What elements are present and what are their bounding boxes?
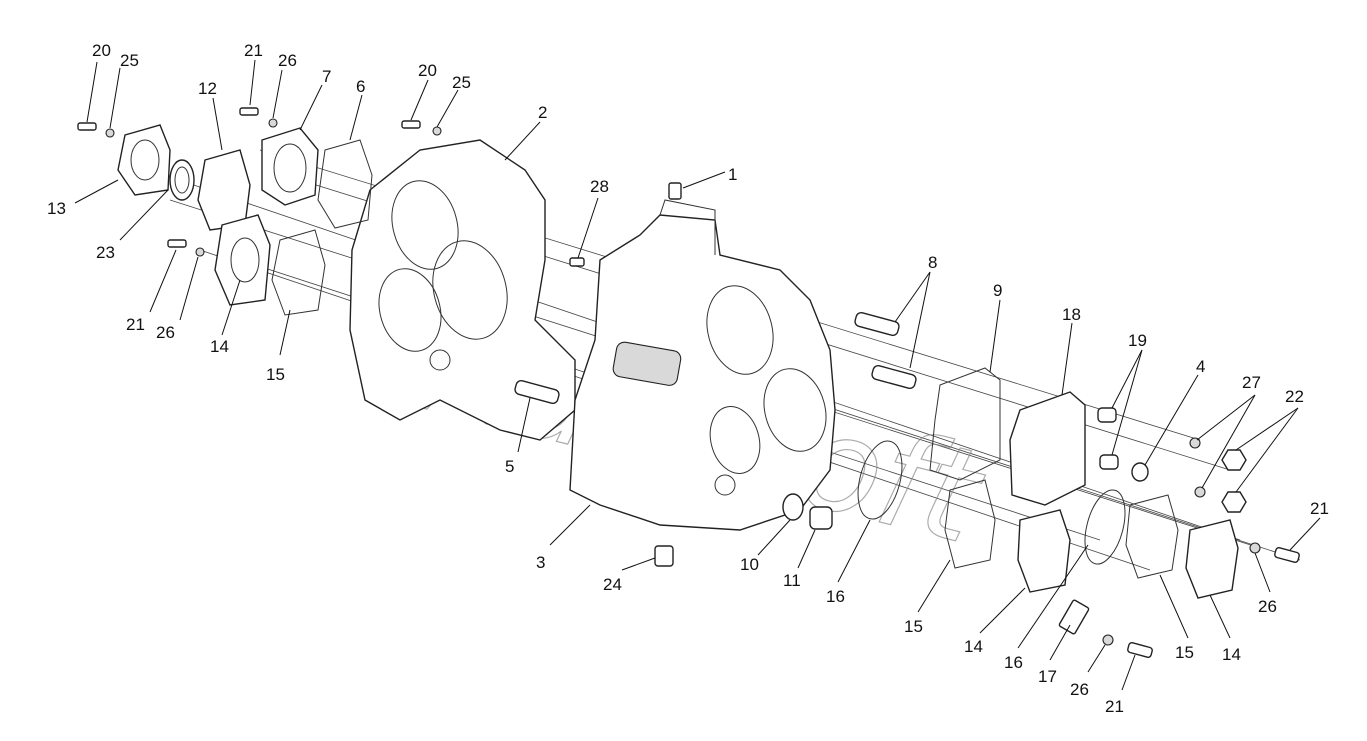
callout-9: 9 [993, 281, 1002, 300]
callout-6: 6 [356, 77, 365, 96]
leader-lines [74, 59, 1321, 691]
part-3-main-housing [569, 199, 836, 531]
callout-13: 13 [47, 199, 66, 218]
callout-7: 7 [322, 67, 331, 86]
callout-20-left: 20 [92, 41, 111, 60]
part-1-breather [668, 171, 726, 200]
right-parts [514, 311, 1300, 658]
left-parts [77, 107, 585, 316]
callout-25-middle: 25 [452, 73, 471, 92]
callout-22: 22 [1285, 387, 1304, 406]
callout-15-right: 15 [1175, 643, 1194, 662]
callout-24: 24 [603, 575, 622, 594]
callout-18: 18 [1062, 305, 1081, 324]
callout-26-bottom: 26 [1070, 680, 1089, 699]
callout-20-middle: 20 [418, 61, 437, 80]
callout-23: 23 [96, 243, 115, 262]
callout-14-left: 14 [210, 337, 229, 356]
callout-21-top: 21 [244, 41, 263, 60]
callout-17: 17 [1038, 667, 1057, 686]
callout-26-left: 26 [156, 323, 175, 342]
callout-26-right: 26 [1258, 597, 1277, 616]
callout-labels: 1 2 3 4 5 6 7 8 9 10 11 12 13 14 14 14 1… [47, 41, 1329, 716]
part-2-cover-plate [349, 139, 576, 441]
callout-8: 8 [928, 253, 937, 272]
callout-27: 27 [1242, 373, 1261, 392]
callout-10: 10 [740, 555, 759, 574]
callout-19: 19 [1128, 331, 1147, 350]
callout-5: 5 [505, 457, 514, 476]
callout-15-middle: 15 [904, 617, 923, 636]
callout-14-middle: 14 [964, 637, 983, 656]
callout-16-right: 16 [1004, 653, 1023, 672]
callout-1: 1 [728, 165, 737, 184]
callout-16-middle: 16 [826, 587, 845, 606]
callout-3: 3 [536, 553, 545, 572]
callout-14-right: 14 [1222, 645, 1241, 664]
callout-21-bottom: 21 [1105, 697, 1124, 716]
callout-25-left: 25 [120, 51, 139, 70]
callout-26-top: 26 [278, 51, 297, 70]
callout-12: 12 [198, 79, 217, 98]
callout-21-left: 21 [126, 315, 145, 334]
callout-11: 11 [783, 571, 801, 590]
callout-4: 4 [1196, 357, 1205, 376]
callout-28: 28 [590, 177, 609, 196]
callout-21-right: 21 [1310, 499, 1329, 518]
callout-2: 2 [538, 103, 547, 122]
callout-15-left: 15 [266, 365, 285, 384]
